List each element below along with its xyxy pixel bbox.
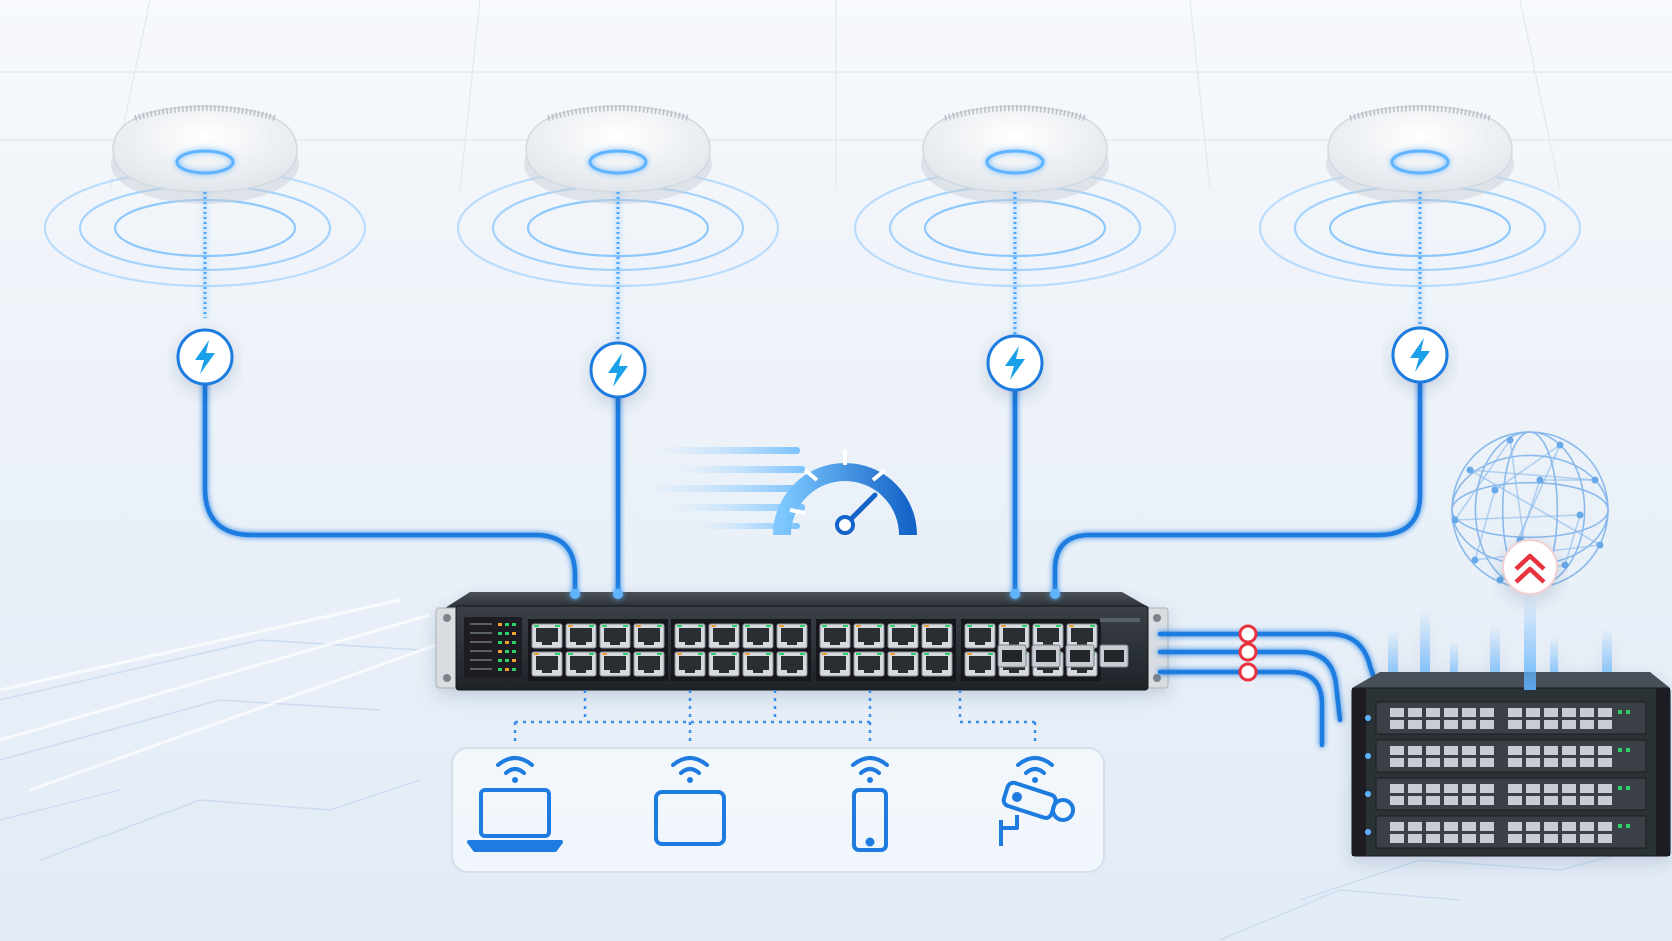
rj45-port [819,623,851,649]
ceiling-access-point-icon [853,105,1177,288]
poe-cable-upper [203,192,1422,344]
rj45-port [674,651,706,677]
rj45-port [921,651,953,677]
rj45-port [742,623,774,649]
ceiling-access-point-icon [456,105,780,288]
tablet-icon [654,790,726,846]
laptop-icon [467,788,563,852]
rj45-port [565,623,597,649]
lightning-bolt-icon [986,334,1044,392]
wifi-icon [851,756,889,783]
speedometer-icon [640,447,917,536]
rj45-port [887,623,919,649]
core-switch-chassis-icon [1351,610,1671,857]
rj45-port [708,623,740,649]
uplink-port [1065,644,1095,668]
security-camera-icon-group [999,756,1075,846]
line-card [1365,777,1647,811]
rj45-port [853,651,885,677]
rj45-port [633,623,665,649]
uplink-port [997,644,1027,668]
wifi-icon [496,756,534,783]
rj45-port [633,651,665,677]
uplink-cables [1157,631,1381,748]
poe-cable-4 [1052,372,1423,595]
rj45-port [708,651,740,677]
floor-light-streaks [0,598,451,792]
ceiling-access-point-icon [43,105,367,288]
tablet-icon-group [654,756,726,846]
smartphone-icon-group [851,756,889,852]
security-camera-icon [999,780,1075,846]
rj45-port [964,623,996,649]
link-ring-icon [1238,642,1258,662]
poe-switch-icon [435,589,1169,691]
lightning-bolt-icon [176,328,234,386]
line-card [1365,815,1647,849]
uplink-port [1099,644,1129,668]
client-devices-panel [451,747,1105,873]
rj45-port [776,623,808,649]
rj45-port [964,651,996,677]
wifi-icon [1016,756,1054,783]
lightning-bolt-icon [1391,326,1449,384]
rj45-port [742,651,774,677]
smartphone-icon [852,788,888,852]
poe-cables [202,349,1423,595]
rj45-port [1032,623,1064,649]
rj45-port [887,651,919,677]
line-card [1365,701,1647,735]
link-ring-icon [1238,624,1258,644]
lightning-bolt-icon [589,341,647,399]
rj45-port [776,651,808,677]
rj45-port [674,623,706,649]
line-card [1365,739,1647,773]
rj45-port [531,623,563,649]
uplink-port [1031,644,1061,668]
rj45-port [921,623,953,649]
rj45-port [819,651,851,677]
rj45-port [853,623,885,649]
laptop-icon-group [467,756,563,852]
rj45-port [565,651,597,677]
double-chevron-up-icon [1502,539,1558,595]
ceiling-access-point-icon [1258,105,1582,288]
poe-cable-1 [202,349,578,595]
client-device-connectors [513,690,1037,745]
link-ring-icon [1238,662,1258,682]
rj45-port [599,651,631,677]
rj45-port [1066,623,1098,649]
wifi-icon [671,756,709,783]
rj45-port [531,651,563,677]
rj45-port [998,623,1030,649]
rj45-port [599,623,631,649]
